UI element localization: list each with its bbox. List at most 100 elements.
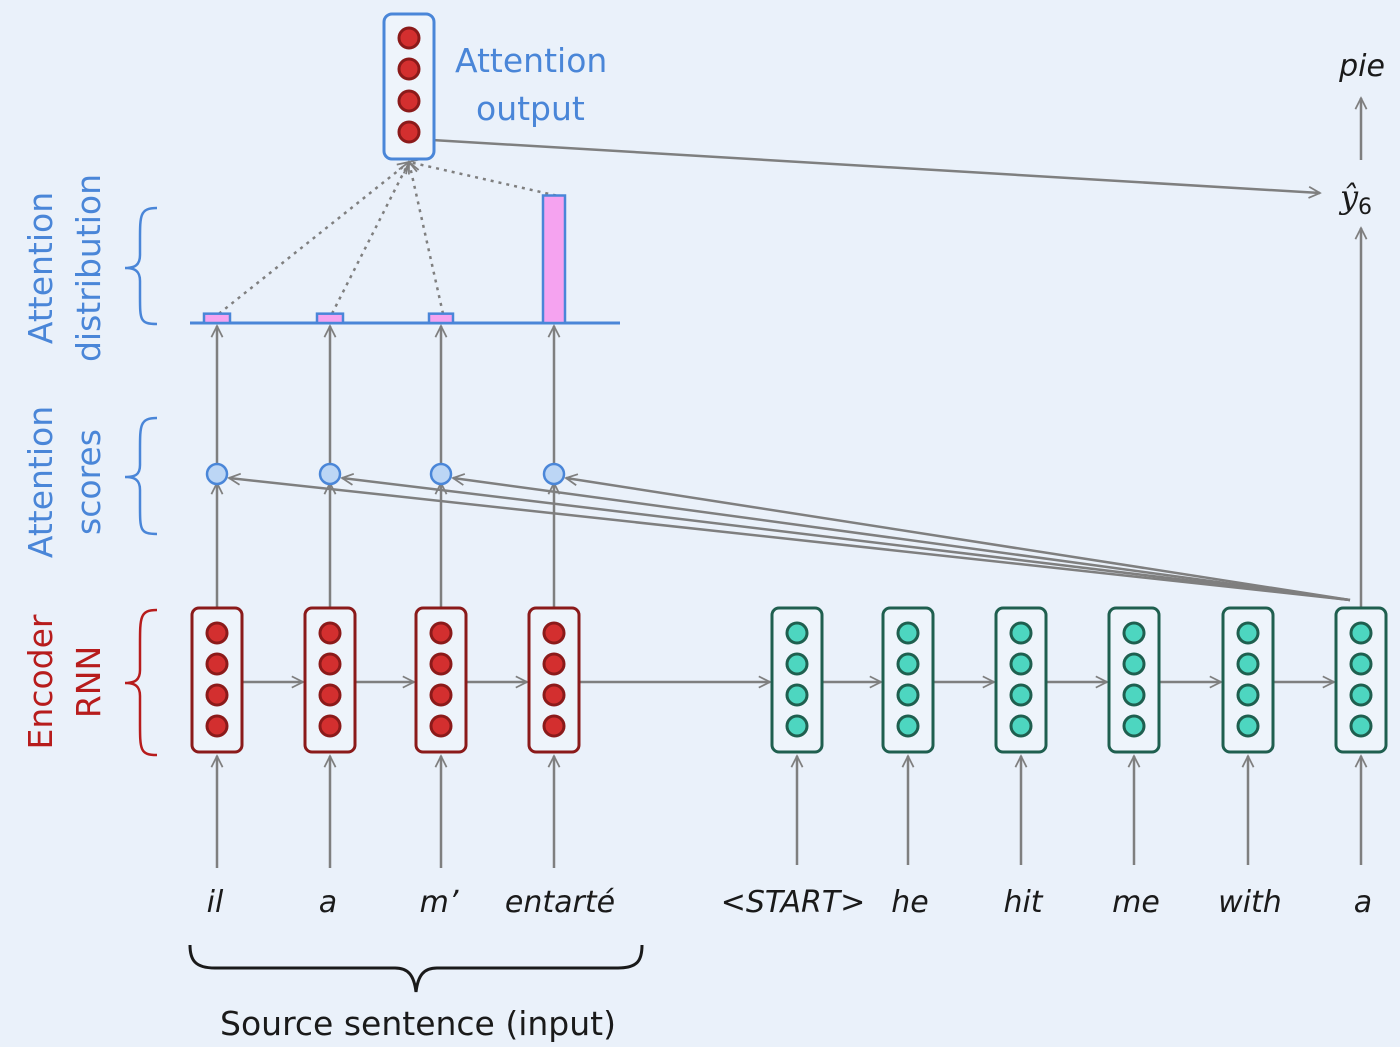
decoder-state-2-neuron-3: [1009, 714, 1033, 738]
decoder-state-4-neuron-2: [1236, 683, 1260, 707]
attention-score-lines: [229, 478, 1351, 602]
encoder-state-0-frame: [190, 606, 244, 754]
source-word-1: a: [319, 885, 337, 920]
attention-scores-label-line1: Attention: [21, 406, 60, 558]
decoder-state-3: [1107, 606, 1161, 754]
decoder-state-4-frame: [1221, 606, 1275, 754]
encoder-state-0: [190, 606, 244, 754]
decoder-state-1-frame: [881, 606, 935, 754]
weighted-sum-line-3: [409, 162, 557, 197]
attention-output-neuron-2: [397, 89, 421, 113]
decoder-state-0: [770, 606, 824, 754]
attention-score-line-1: [342, 478, 1351, 602]
attention-output-box: [382, 12, 436, 161]
weighted-sum-line-1: [330, 162, 411, 315]
attention-output-neuron-1: [397, 57, 421, 81]
decoder-state-4-neuron-0: [1236, 621, 1260, 645]
encoder-state-0-neuron-3: [205, 714, 229, 738]
attention-weighted-sum-lines: [218, 162, 557, 315]
decoder-state-5: [1334, 606, 1388, 754]
attention-scores-brace: [124, 416, 158, 536]
source-word-0: il: [207, 885, 224, 920]
attention-score-node-3: [542, 462, 566, 486]
decoder-state-0-neuron-1: [785, 652, 809, 676]
encoder-state-1-neuron-1: [318, 652, 342, 676]
prediction-subscript: 6: [1358, 195, 1372, 220]
decoder-state-4-neuron-3: [1236, 714, 1260, 738]
encoder-rnn-brace: [124, 608, 158, 757]
attention-output-label-line2: output: [476, 89, 585, 128]
decoder-state-3-neuron-3: [1122, 714, 1146, 738]
target-word-0: <START>: [721, 885, 866, 920]
attention-output-label-line1: Attention: [455, 41, 607, 80]
decoder-state-3-frame: [1107, 606, 1161, 754]
decoder-state-0-neuron-3: [785, 714, 809, 738]
attention-distribution-brace: [124, 206, 158, 326]
encoder-state-1-neuron-0: [318, 621, 342, 645]
attention-score-line-0: [229, 478, 1351, 602]
attention-score-nodes: [205, 462, 566, 486]
target-word-4: with: [1218, 885, 1282, 920]
decoder-state-5-neuron-0: [1349, 621, 1373, 645]
attention-scores-label-line2: scores: [69, 429, 108, 535]
weighted-sum-line-2: [409, 162, 445, 314]
encoder-state-3-neuron-1: [542, 652, 566, 676]
decoder-state-3-neuron-2: [1122, 683, 1146, 707]
decoder-state-0-neuron-2: [785, 683, 809, 707]
attention-score-node-0: [205, 462, 229, 486]
encoder-state-1-frame: [303, 606, 357, 754]
target-word-1: he: [891, 885, 928, 920]
attention-bar-m’: [427, 312, 455, 325]
attention-distribution-label-line2: distribution: [69, 174, 108, 362]
decoder-state-5-frame: [1334, 606, 1388, 754]
attention-bar-entarté: [541, 194, 567, 325]
output-word-pie: pie: [1338, 49, 1385, 84]
encoder-state-2: [414, 606, 468, 754]
prediction-y-hat: ŷ: [1338, 178, 1359, 216]
attention-output-to-prediction-arrow: [431, 138, 1320, 193]
decoder-state-3-neuron-1: [1122, 652, 1146, 676]
decoder-state-2-neuron-2: [1009, 683, 1033, 707]
source-sentence-label: Source sentence (input): [220, 1004, 616, 1043]
decoder-state-2: [994, 606, 1048, 754]
decoder-state-2-neuron-0: [1009, 621, 1033, 645]
attention-score-node-1: [318, 462, 342, 486]
encoder-states: [190, 606, 581, 754]
encoder-state-3-neuron-2: [542, 683, 566, 707]
decoder-state-2-frame: [994, 606, 1048, 754]
decoder-state-5-neuron-2: [1349, 683, 1373, 707]
decoder-state-5-neuron-1: [1349, 652, 1373, 676]
decoder-state-5-neuron-3: [1349, 714, 1373, 738]
encoder-state-2-neuron-3: [429, 714, 453, 738]
decoder-state-1-neuron-1: [896, 652, 920, 676]
encoder-state-2-neuron-2: [429, 683, 453, 707]
encoder-rnn-label-line2: RNN: [69, 646, 108, 718]
encoder-state-3-neuron-0: [542, 621, 566, 645]
encoder-state-1: [303, 606, 357, 754]
decoder-state-1-neuron-2: [896, 683, 920, 707]
encoder-state-1-neuron-2: [318, 683, 342, 707]
encoder-state-3: [527, 606, 581, 754]
decoder-states: [770, 606, 1388, 754]
encoder-state-0-neuron-1: [205, 652, 229, 676]
encoder-state-0-neuron-2: [205, 683, 229, 707]
decoder-state-1: [881, 606, 935, 754]
attention-output-neuron-3: [397, 120, 421, 144]
decoder-state-4: [1221, 606, 1275, 754]
decoder-state-2-neuron-1: [1009, 652, 1033, 676]
encoder-state-1-neuron-3: [318, 714, 342, 738]
attention-distribution-bars: [190, 194, 620, 325]
prediction-y-hat-6: ŷ 6: [1338, 178, 1372, 220]
target-word-3: me: [1112, 885, 1160, 920]
attention-score-line-2: [453, 478, 1351, 602]
decoder-state-3-neuron-0: [1122, 621, 1146, 645]
attention-distribution-label-line1: Attention: [21, 192, 60, 344]
attention-score-node-2: [429, 462, 453, 486]
target-word-2: hit: [1003, 885, 1043, 920]
source-sentence-brace: [188, 944, 644, 993]
attention-output-vector: [382, 12, 436, 161]
encoder-state-2-frame: [414, 606, 468, 754]
encoder-state-3-frame: [527, 606, 581, 754]
attention-score-line-3: [566, 478, 1351, 602]
